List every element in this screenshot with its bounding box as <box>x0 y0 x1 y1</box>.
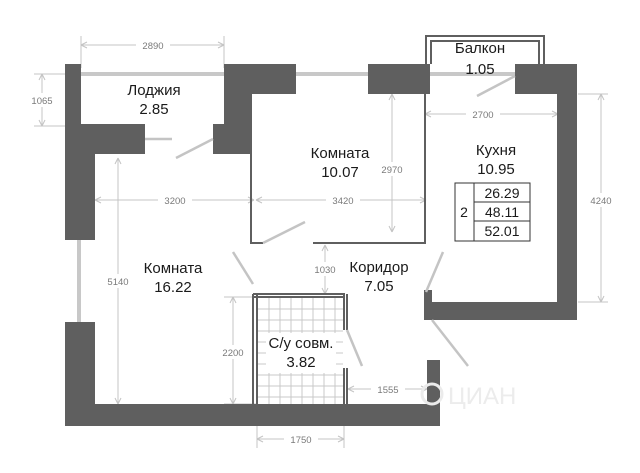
watermark-text: ЦИАН <box>448 383 516 410</box>
dim-room2-width: 3200 <box>164 196 185 207</box>
partitions <box>250 94 426 406</box>
bathroom-name: С/у совм. <box>269 335 334 352</box>
dim-loggia-depth: 1065 <box>31 96 52 107</box>
dim-kitchen-width: 2700 <box>472 110 493 121</box>
kitchen-area: 10.95 <box>477 161 515 178</box>
rooms-count: 2 <box>460 204 468 220</box>
windows <box>77 72 515 322</box>
walls <box>65 64 577 426</box>
corridor-name: Коридор <box>349 259 408 276</box>
room2-name: Комната <box>144 260 203 277</box>
area-summary-table: 2 26.29 48.11 52.01 <box>454 182 531 242</box>
dim-bathroom-depth: 2200 <box>222 348 243 359</box>
dim-bath-offset: 1555 <box>377 385 398 396</box>
room1-area: 10.07 <box>321 164 359 181</box>
dim-corridor-door: 1030 <box>314 265 335 276</box>
balcony-area: 1.05 <box>465 61 494 78</box>
dim-bathroom-width: 1750 <box>290 435 311 446</box>
living-area: 48.11 <box>485 204 519 220</box>
kitchen-name: Кухня <box>476 142 516 159</box>
room2-area: 16.22 <box>154 279 192 296</box>
dim-loggia-width: 2890 <box>142 41 163 52</box>
corridor-area: 7.05 <box>364 278 393 295</box>
dim-kitchen-depth: 4240 <box>590 196 611 207</box>
balcony-name: Балкон <box>455 40 505 57</box>
loggia-name: Лоджия <box>127 82 180 99</box>
loggia-area: 2.85 <box>139 101 168 118</box>
room-labels: Лоджия 2.85 Балкон 1.05 Комната 10.07 Ку… <box>127 40 516 373</box>
balcony-outline <box>425 35 545 64</box>
kitchen-area-summary: 52.01 <box>484 223 519 239</box>
room1-name: Комната <box>311 145 370 162</box>
bathroom-area: 3.82 <box>286 354 315 371</box>
dim-room1-width: 3420 <box>332 196 353 207</box>
dimension-labels: 2890 1065 2700 4240 2970 3200 3420 5140 … <box>26 38 618 446</box>
dim-room1-depth: 2970 <box>381 165 402 176</box>
total-area: 26.29 <box>484 185 519 201</box>
dim-room2-depth: 5140 <box>107 277 128 288</box>
watermark: ЦИАН <box>420 382 516 410</box>
doors <box>145 74 516 367</box>
